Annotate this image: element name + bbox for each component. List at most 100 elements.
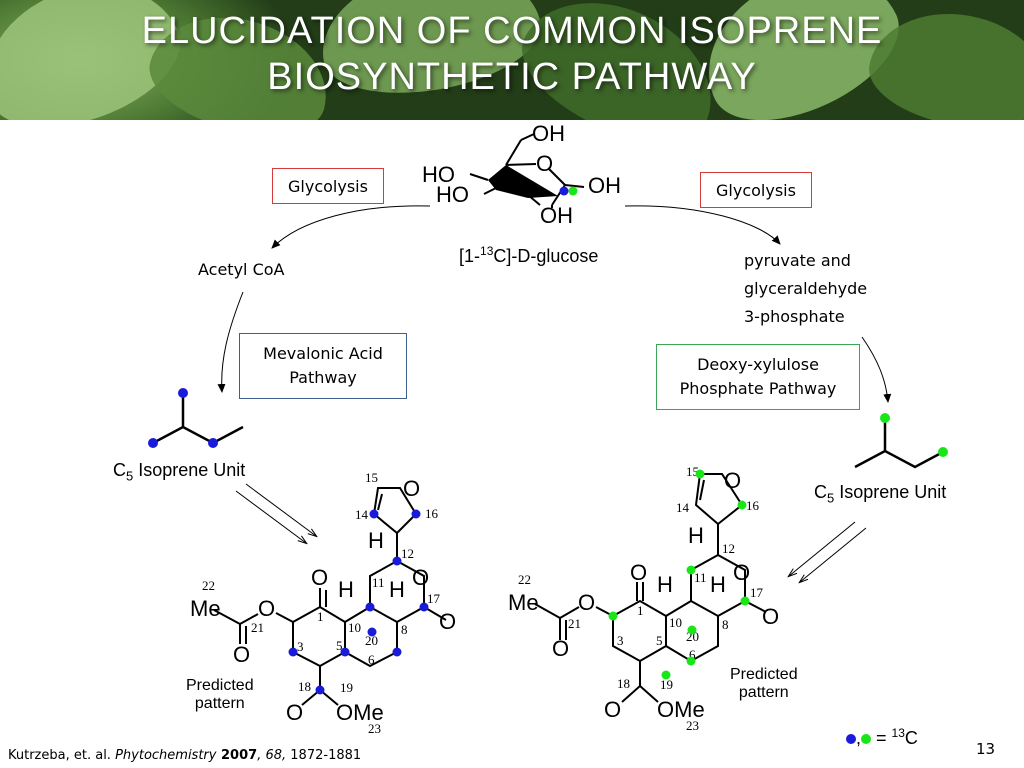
isoprene-left-dot-right xyxy=(208,438,218,448)
glucose-blue-dot xyxy=(559,186,569,196)
left-acetoxy-o: O xyxy=(258,596,275,621)
left-num-16: 16 xyxy=(425,506,439,521)
glucose-ho-1: HO xyxy=(422,162,455,187)
right-num-12: 12 xyxy=(722,541,735,556)
dxp-line-1: Deoxy-xylulose xyxy=(697,355,819,374)
left-lactone-co: O xyxy=(439,609,456,634)
isoprene-left-dot-top xyxy=(178,388,188,398)
isoprene-unit-left xyxy=(152,393,244,445)
left-h-10: H xyxy=(338,577,354,602)
left-ketone-o: O xyxy=(311,565,328,590)
glucose-oh-top: OH xyxy=(532,121,565,146)
left-h-8: H xyxy=(389,577,405,602)
carbon13-legend: , = 13C xyxy=(846,726,918,749)
mevalonic-line-1: Mevalonic Acid xyxy=(263,344,383,363)
right-ester-co: O xyxy=(604,697,621,722)
left-num-10: 10 xyxy=(348,620,361,635)
left-num-19: 19 xyxy=(340,680,353,695)
pyruvate-label: pyruvate and glyceraldehyde 3-phosphate xyxy=(744,247,867,331)
isoprene-unit-label-left: C5 Isoprene Unit xyxy=(113,460,246,484)
right-h-8: H xyxy=(710,572,726,597)
left-num-6: 6 xyxy=(368,652,375,667)
right-ketone-o: O xyxy=(630,560,647,585)
glucose-label: [1-13C]-D-glucose xyxy=(459,244,599,266)
mevalonic-line-2: Pathway xyxy=(289,368,357,387)
right-num-8: 8 xyxy=(722,617,729,632)
left-num-5: 5 xyxy=(336,638,343,653)
right-acetyl-co: O xyxy=(552,636,569,661)
left-num-15: 15 xyxy=(365,470,378,485)
right-num-22: 22 xyxy=(518,572,531,587)
arrow-acetyl-to-c5 xyxy=(217,291,244,393)
glucose-green-dot xyxy=(568,186,578,196)
arrow-pyruvate-to-c5 xyxy=(861,336,892,403)
right-num-21: 21 xyxy=(568,616,581,631)
right-label-dots xyxy=(608,469,750,680)
right-acetoxy-o: O xyxy=(578,590,595,615)
right-num-23: 23 xyxy=(686,718,699,733)
glycolysis-box-left: Glycolysis xyxy=(272,168,384,204)
right-num-17: 17 xyxy=(750,585,764,600)
arrow-to-pyruvate xyxy=(624,205,781,245)
left-ome: OMe xyxy=(336,700,384,725)
pyruvate-line-3: 3-phosphate xyxy=(744,307,845,326)
left-lactone-o: O xyxy=(412,565,429,590)
right-ome: OMe xyxy=(657,697,705,722)
isoprene-unit-right xyxy=(854,418,944,469)
dxp-pathway-box: Deoxy-xylulose Phosphate Pathway xyxy=(656,344,860,410)
left-me: Me xyxy=(190,596,221,621)
left-ester-co: O xyxy=(286,700,303,725)
left-num-14: 14 xyxy=(355,507,369,522)
structure-left: O O O O H H H Me O O O OMe 15 14 16 12 1… xyxy=(190,470,456,736)
dxp-line-2: Phosphate Pathway xyxy=(679,379,837,398)
left-num-3: 3 xyxy=(297,639,304,654)
left-num-17: 17 xyxy=(427,591,441,606)
right-furan-o: O xyxy=(724,468,741,493)
right-num-10: 10 xyxy=(669,615,682,630)
right-h-10: H xyxy=(657,572,673,597)
left-num-23: 23 xyxy=(368,721,381,736)
left-num-21: 21 xyxy=(251,620,264,635)
double-arrow-left-2 xyxy=(245,483,316,536)
predicted-pattern-right: Predicted pattern xyxy=(730,666,798,701)
left-furan-o: O xyxy=(403,476,420,501)
left-num-8: 8 xyxy=(401,622,408,637)
acetyl-coa-label: Acetyl CoA xyxy=(198,260,285,279)
left-h-12: H xyxy=(368,528,384,553)
title-line-2: BIOSYNTHETIC PATHWAY xyxy=(267,56,757,98)
isoprene-right-dot-top xyxy=(880,413,890,423)
right-num-3: 3 xyxy=(617,633,624,648)
right-num-16: 16 xyxy=(746,498,760,513)
title-line-1: ELUCIDATION OF COMMON ISOPRENE xyxy=(141,10,883,52)
left-label-dots xyxy=(288,509,429,695)
left-num-18: 18 xyxy=(298,679,311,694)
right-lactone-co: O xyxy=(762,604,779,629)
left-num-11: 11 xyxy=(372,575,385,590)
right-num-6: 6 xyxy=(689,647,696,662)
pyruvate-line-1: pyruvate and xyxy=(744,251,851,270)
glucose-ring-o: O xyxy=(536,151,553,176)
isoprene-right-dot-right xyxy=(938,447,948,457)
right-h-12: H xyxy=(688,523,704,548)
isoprene-left-dot-left xyxy=(148,438,158,448)
double-arrow-right-2 xyxy=(800,527,867,582)
predicted-pattern-left: Predicted pattern xyxy=(186,677,254,712)
double-arrow-left-1 xyxy=(235,490,306,543)
left-acetyl-co: O xyxy=(233,642,250,667)
structure-right: O O O O H H H Me O O O OMe 15 14 16 12 1… xyxy=(508,464,779,733)
right-num-14: 14 xyxy=(676,500,690,515)
glucose-structure xyxy=(469,133,585,208)
glucose-ho-2: HO xyxy=(436,182,469,207)
right-lactone-o: O xyxy=(733,560,750,585)
arrow-to-acetyl-coa xyxy=(271,205,431,249)
header-banner: ELUCIDATION OF COMMON ISOPRENE BIOSYNTHE… xyxy=(0,0,1024,120)
isoprene-unit-label-right: C5 Isoprene Unit xyxy=(814,482,947,506)
left-num-12: 12 xyxy=(401,546,414,561)
left-num-20: 20 xyxy=(365,633,378,648)
pyruvate-line-2: glyceraldehyde xyxy=(744,279,868,298)
citation: Kutrzeba, et. al. Phytochemistry 2007, 6… xyxy=(8,748,362,763)
double-arrow-right-1 xyxy=(789,521,856,576)
glycolysis-label-right: Glycolysis xyxy=(716,180,796,200)
glucose-oh-right: OH xyxy=(588,173,621,198)
